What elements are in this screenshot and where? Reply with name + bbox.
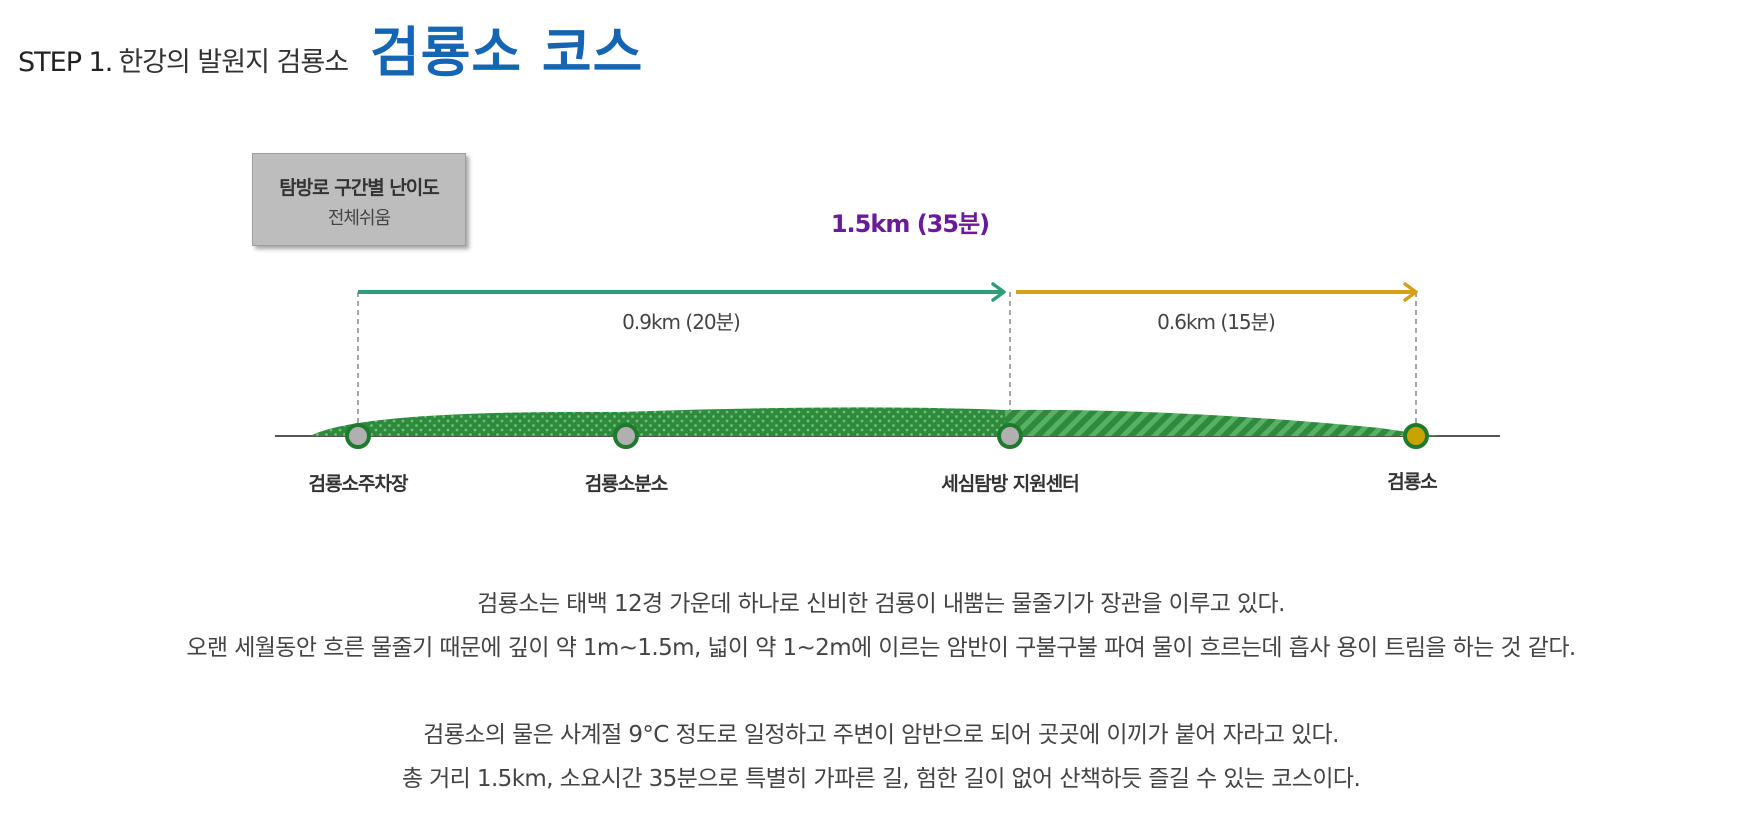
segment-label-2: 0.6km (15분)	[1157, 310, 1275, 334]
difficulty-title: 탐방로 구간별 난이도	[279, 177, 440, 199]
stop-marker-3	[997, 423, 1023, 449]
difficulty-box: 탐방로 구간별 난이도 전체쉬움	[252, 153, 466, 246]
total-distance-label: 1.5km (35분)	[831, 210, 989, 238]
stop-label-1: 검룡소주차장	[309, 473, 409, 495]
stop-label-2: 검룡소분소	[585, 473, 668, 495]
route-diagram: 0.9km (20분) 0.6km (15분) 1.5km (35분) 검룡소주차…	[275, 210, 1500, 495]
description-line-2: 오랜 세월동안 흐른 물줄기 때문에 깊이 약 1m~1.5m, 넓이 약 1~…	[186, 635, 1576, 661]
step-subtitle: 한강의 발원지 검룡소	[118, 47, 349, 78]
stop-label-3: 세심탐방 지원센터	[941, 473, 1078, 495]
segment-label-1: 0.9km (20분)	[622, 310, 740, 334]
stop-marker-2	[613, 423, 639, 449]
stop-label-4: 검룡소	[1387, 471, 1437, 493]
segment-arrowhead-2	[1403, 282, 1418, 302]
stop-marker-4	[1403, 423, 1429, 449]
description-line-1: 검룡소는 태백 12경 가운데 하나로 신비한 검룡이 내뿜는 물줄기가 장관을…	[477, 591, 1285, 617]
hill-striped-section	[1005, 409, 1440, 436]
description-line-3: 검룡소의 물은 사계절 9°C 정도로 일정하고 주변이 암반으로 되어 곳곳에…	[423, 722, 1339, 748]
difficulty-value: 전체쉬움	[327, 208, 391, 229]
page-header: STEP 1. 한강의 발원지 검룡소 검룡소 코스	[18, 8, 643, 87]
hill-dotted-section	[310, 407, 1005, 436]
segment-arrowhead-1	[991, 282, 1006, 302]
description-line-4: 총 거리 1.5km, 소요시간 35분으로 특별히 가파른 길, 험한 길이 …	[401, 766, 1361, 792]
stop-marker-1	[345, 423, 371, 449]
page-title: 검룡소 코스	[370, 21, 644, 84]
step-label: STEP 1.	[18, 47, 113, 78]
